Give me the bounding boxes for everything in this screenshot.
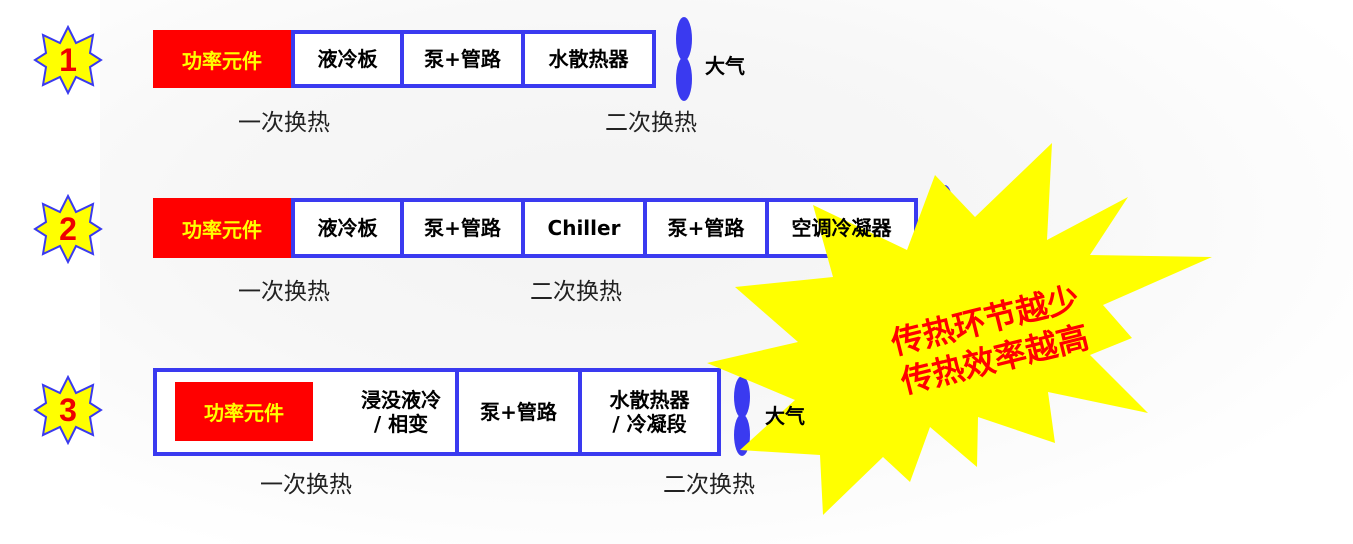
cold-plate: 液冷板 [291, 30, 404, 88]
ac-condenser: 空调冷凝器 [791, 216, 892, 240]
step-3-badge: 3 [33, 375, 103, 445]
step-1-badge: 1 [33, 25, 103, 95]
interface-oval-icon [676, 57, 692, 101]
power-component: 功率元件 [175, 382, 313, 441]
ambient-label: 大气 [765, 404, 805, 428]
power-component: 功率元件 [153, 30, 291, 88]
interface-oval-icon [676, 17, 692, 61]
pump-pipe: 泵+管路 [455, 368, 582, 456]
primary-exchange-label: 一次换热 [238, 110, 330, 136]
water-radiator-condenser: 水散热器 / 冷凝段 [578, 368, 721, 456]
secondary-exchange-label: 二次换热 [530, 279, 622, 305]
step-number: 3 [59, 391, 77, 428]
power-component: 功率元件 [153, 198, 291, 258]
chiller: Chiller [521, 198, 647, 258]
step-2-badge: 2 [33, 194, 103, 264]
step-number: 1 [59, 41, 77, 78]
interface-oval-icon [734, 376, 750, 418]
primary-exchange-label: 一次换热 [238, 279, 330, 305]
water-radiator: 水散热器 [521, 30, 656, 88]
pump-pipe: 泵+管路 [400, 198, 525, 258]
ambient-label: 大气 [705, 54, 745, 78]
pump-pipe-2: 泵+管路 [643, 198, 769, 258]
secondary-exchange-label: 二次换热 [663, 472, 755, 498]
step-number: 2 [59, 210, 77, 247]
primary-exchange-label: 一次换热 [260, 472, 352, 498]
secondary-exchange-label: 二次换热 [605, 110, 697, 136]
